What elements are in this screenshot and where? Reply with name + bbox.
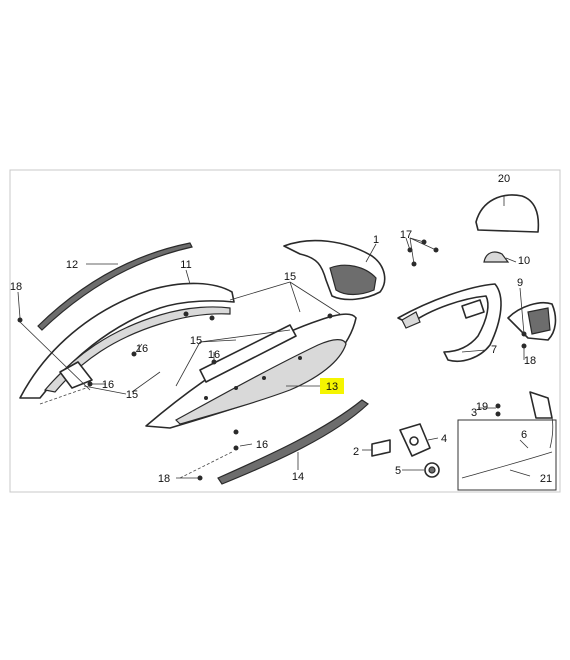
- label-part-12[interactable]: 12: [66, 259, 78, 271]
- leader-lines: [17, 196, 531, 479]
- label-part-18-right[interactable]: 18: [524, 355, 536, 367]
- part-1-rear-cover[interactable]: [283, 239, 386, 301]
- part-3-group-box: [457, 419, 557, 491]
- label-part-16-middle[interactable]: 16: [208, 349, 220, 361]
- label-part-4[interactable]: 4: [441, 433, 447, 445]
- label-part-6[interactable]: 6: [521, 429, 527, 441]
- label-part-15-lower[interactable]: 15: [126, 389, 138, 401]
- callout-labels: 1 2 3 4 5 6 7 9 10 11 12 13 14 15 15 15 …: [10, 173, 552, 485]
- part-20-backrest[interactable]: [475, 194, 540, 233]
- part-7-luggage-rack[interactable]: [397, 283, 502, 362]
- label-part-2[interactable]: 2: [353, 446, 359, 458]
- label-part-21[interactable]: 21: [540, 473, 552, 485]
- fasteners: [17, 239, 527, 481]
- label-part-19[interactable]: 19: [476, 401, 488, 413]
- label-part-1[interactable]: 1: [373, 234, 379, 246]
- label-part-3[interactable]: 3: [471, 407, 477, 419]
- part-2-clip[interactable]: [371, 439, 391, 457]
- part-12-trim-strip[interactable]: [37, 242, 193, 331]
- label-part-5[interactable]: 5: [395, 465, 401, 477]
- label-part-11[interactable]: 11: [180, 259, 191, 271]
- label-part-18-left[interactable]: 18: [10, 281, 22, 293]
- part-14-lower-trim[interactable]: [217, 399, 369, 485]
- highlight-part-13: [320, 378, 344, 394]
- assembly-guide-line: [39, 387, 87, 405]
- part-9-bracket[interactable]: [507, 302, 557, 341]
- diagram-frame: [9, 169, 561, 493]
- label-part-17[interactable]: 17: [400, 229, 412, 241]
- part-21-lock-assembly[interactable]: [529, 391, 553, 419]
- label-part-15-upper[interactable]: 15: [284, 271, 296, 283]
- part-13-body-cover[interactable]: [145, 313, 357, 429]
- assembly-guide-line: [179, 451, 233, 479]
- label-part-16-lower[interactable]: 16: [256, 439, 268, 451]
- part-4-bracket-plate[interactable]: [399, 423, 431, 457]
- label-part-7[interactable]: 7: [491, 344, 497, 356]
- label-part-20[interactable]: 20: [498, 173, 510, 185]
- label-part-10[interactable]: 10: [518, 255, 530, 267]
- part-10-cap[interactable]: [483, 251, 510, 263]
- label-part-16-bottom[interactable]: 16: [102, 379, 114, 391]
- part-5-knob[interactable]: [424, 462, 440, 478]
- label-part-14[interactable]: 14: [292, 471, 304, 483]
- label-part-9[interactable]: 9: [517, 277, 523, 289]
- label-part-13[interactable]: 13: [326, 381, 338, 393]
- label-part-16-left[interactable]: 16: [136, 343, 148, 355]
- label-part-18-bottom[interactable]: 18: [158, 473, 170, 485]
- label-part-15-middle[interactable]: 15: [190, 335, 202, 347]
